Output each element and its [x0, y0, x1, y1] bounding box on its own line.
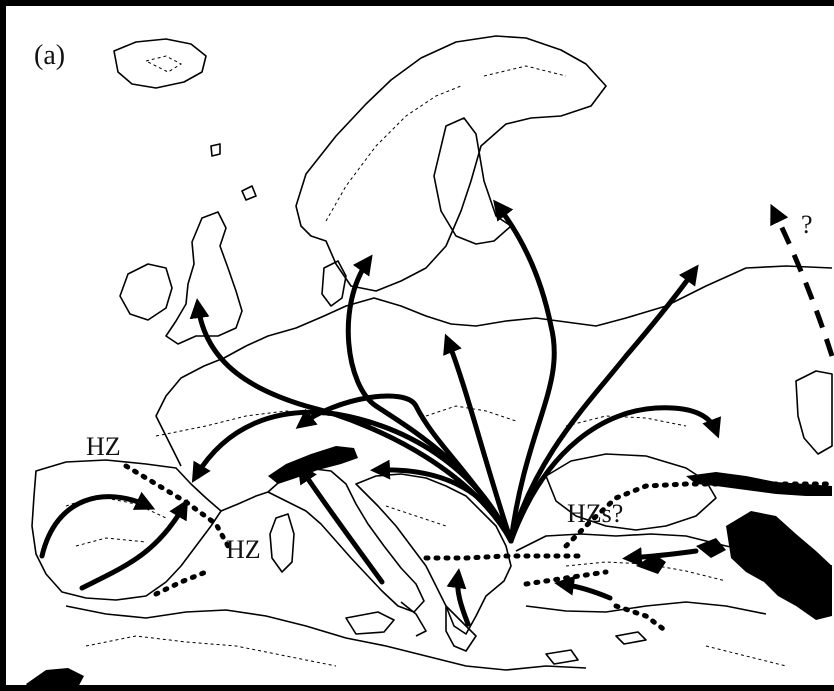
ireland	[119, 263, 173, 321]
route-anatolia-east	[622, 547, 699, 568]
route-east	[508, 405, 722, 544]
caspian	[795, 370, 833, 455]
route-russia	[508, 264, 699, 544]
map-drawing	[26, 35, 834, 685]
hz-line-anatolia	[563, 481, 834, 549]
hz-label-anatolia: HZs?	[567, 499, 624, 528]
hz-label-iberia: HZ	[86, 432, 121, 461]
unknown-route-label: ?	[801, 210, 813, 239]
route-baltic-southwest	[443, 333, 514, 544]
panel-label: (a)	[34, 40, 66, 71]
route-france	[191, 409, 514, 544]
route-anatolia-west	[554, 575, 613, 601]
finland	[433, 117, 512, 245]
corsica-sardinia	[269, 513, 295, 573]
caucasus-mountains	[686, 472, 832, 496]
hz-line-balkans	[423, 553, 584, 561]
denmark	[321, 260, 347, 307]
route-greece	[446, 568, 471, 627]
alps-mountains	[268, 446, 358, 484]
route-iberia-south	[79, 499, 189, 591]
iceland	[113, 38, 207, 89]
route-iberia-north	[39, 491, 156, 559]
route-alps	[295, 393, 514, 544]
anatolia-mountains	[726, 511, 832, 620]
france-coast	[155, 345, 247, 467]
hz-line-pyrenees-south	[153, 569, 209, 597]
route-finland	[493, 199, 557, 544]
route-balkans-west	[370, 459, 514, 544]
scandinavia	[295, 35, 607, 292]
north-africa	[65, 605, 587, 671]
iberia	[31, 459, 222, 601]
balkans	[355, 473, 512, 635]
africa-mountains	[26, 668, 84, 685]
hz-label-pyrenees: HZ	[226, 535, 261, 564]
sicily	[345, 611, 395, 635]
route-italy	[297, 463, 385, 585]
italy	[267, 467, 425, 613]
route-britain	[189, 298, 514, 544]
black-sea	[545, 453, 717, 531]
continental-coast	[245, 265, 833, 347]
greece	[445, 605, 477, 652]
